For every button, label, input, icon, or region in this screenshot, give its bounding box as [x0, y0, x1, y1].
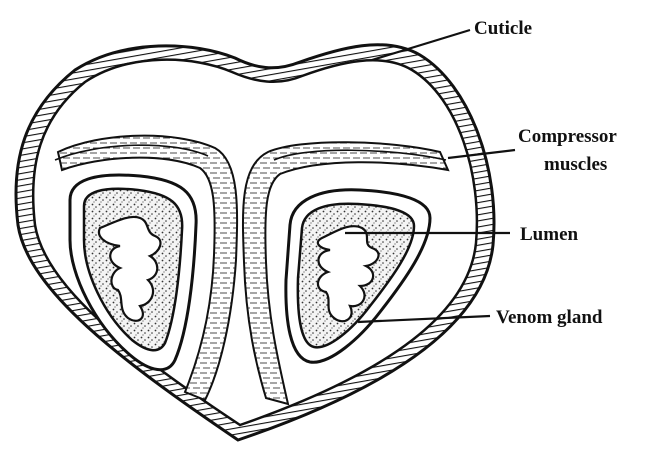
label-cuticle: Cuticle [474, 18, 532, 39]
label-lumen: Lumen [520, 224, 579, 245]
label-compressor-muscles-line2: muscles [544, 154, 607, 175]
label-compressor-muscles-line1: Compressor [518, 126, 617, 147]
label-venom-gland: Venom gland [496, 307, 603, 328]
left-venom-gland [70, 175, 196, 370]
